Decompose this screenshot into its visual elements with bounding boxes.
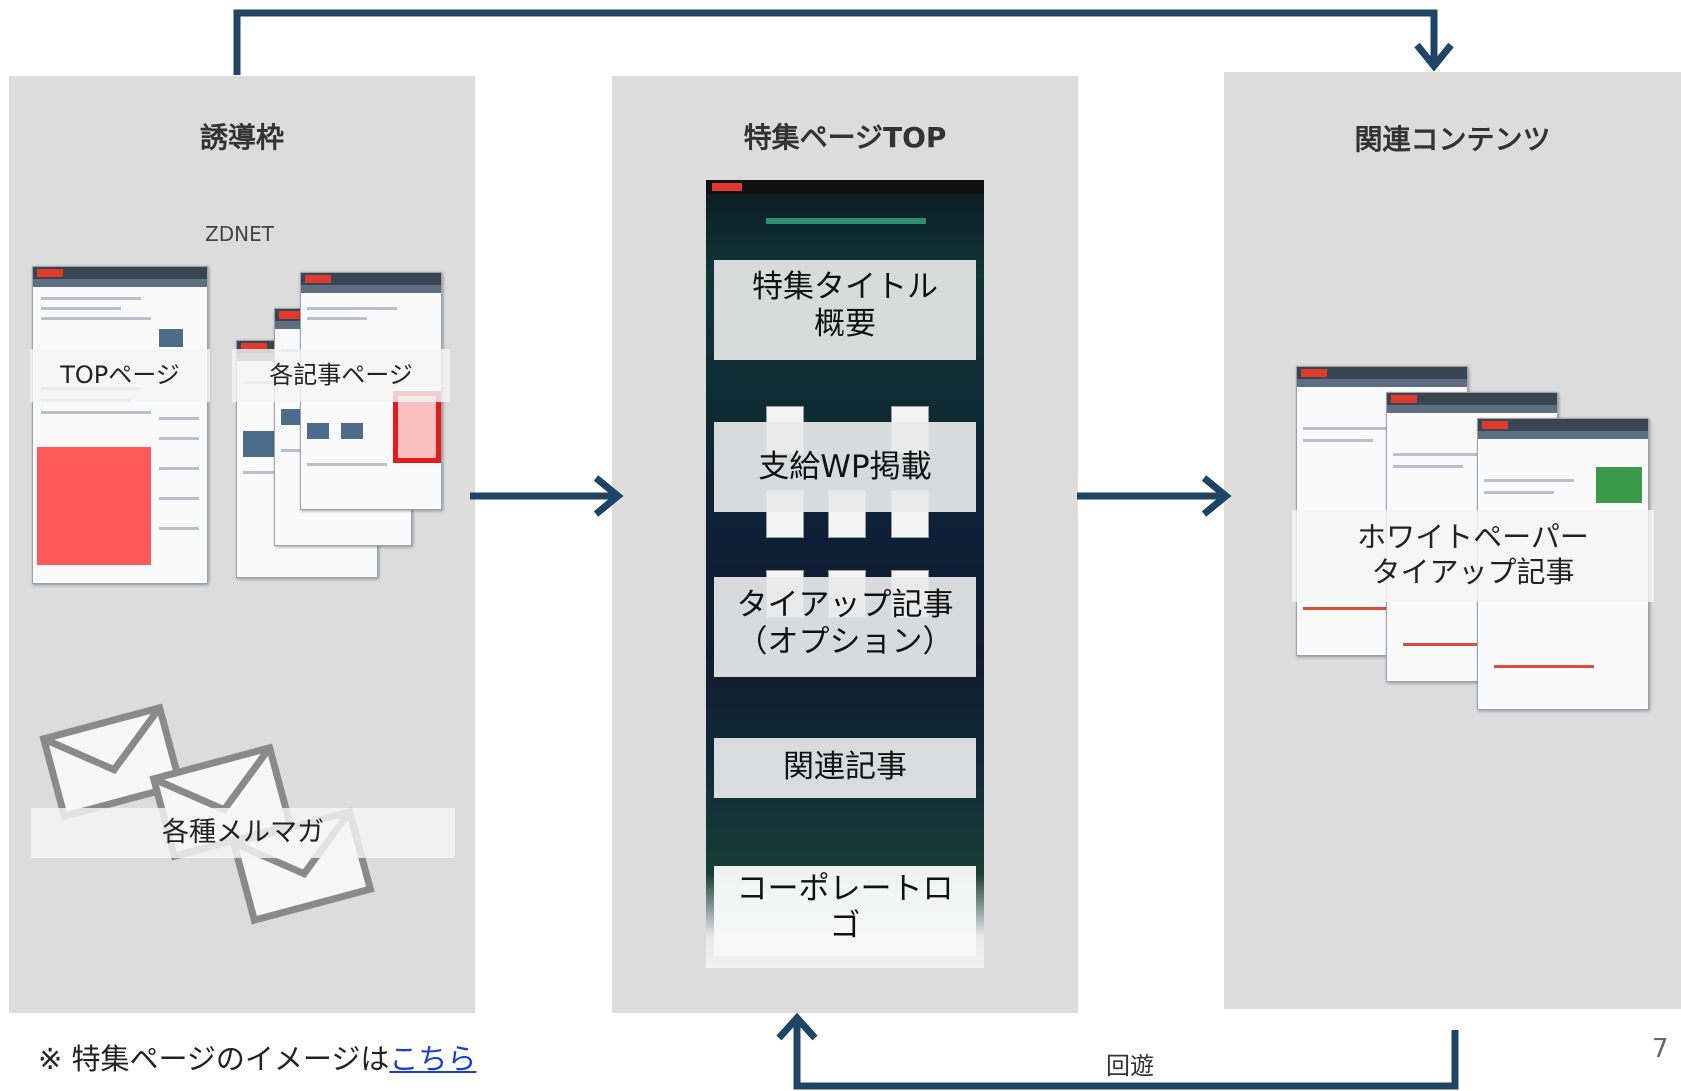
footnote: ※ 特集ページのイメージはこちら	[38, 1036, 476, 1078]
arrowhead-icon	[1201, 475, 1232, 517]
right-panel-title: 関連コンテンツ	[1354, 123, 1551, 156]
arrowhead-icon	[776, 1012, 818, 1041]
top-page-label: TOPページ	[30, 349, 210, 402]
top-page-thumbnail	[32, 266, 208, 584]
left-panel-title: 誘導枠	[199, 121, 284, 154]
newsletter-label: 各種メルマガ	[31, 808, 455, 858]
feature-image-link[interactable]: こちら	[389, 1042, 477, 1076]
footnote-text: ※ 特集ページのイメージは	[38, 1042, 390, 1076]
arrowhead-icon	[1414, 42, 1454, 72]
loop-back-arrow	[793, 1018, 1459, 1090]
related-content-label: ホワイトペーパー タイアップ記事	[1292, 510, 1654, 602]
top-connector-arrow	[233, 9, 1438, 75]
feature-title-section-label: 特集タイトル 概要	[714, 260, 976, 360]
loop-label: 回遊	[1106, 1052, 1154, 1080]
top-page-highlight	[37, 447, 151, 565]
related-articles-section-label: 関連記事	[714, 738, 976, 798]
corporate-logo-section-label: コーポレートロ ゴ	[714, 866, 976, 956]
arrowhead-icon	[593, 475, 624, 517]
article-page-label: 各記事ページ	[232, 349, 450, 402]
page-number: 7	[1652, 1034, 1669, 1064]
middle-panel-title: 特集ページTOP	[743, 121, 947, 154]
wp-section-label: 支給WP掲載	[714, 422, 976, 512]
tieup-section-label: タイアップ記事 （オプション）	[714, 577, 976, 677]
site-label: ZDNET	[205, 222, 274, 246]
envelope-icon	[39, 703, 185, 821]
